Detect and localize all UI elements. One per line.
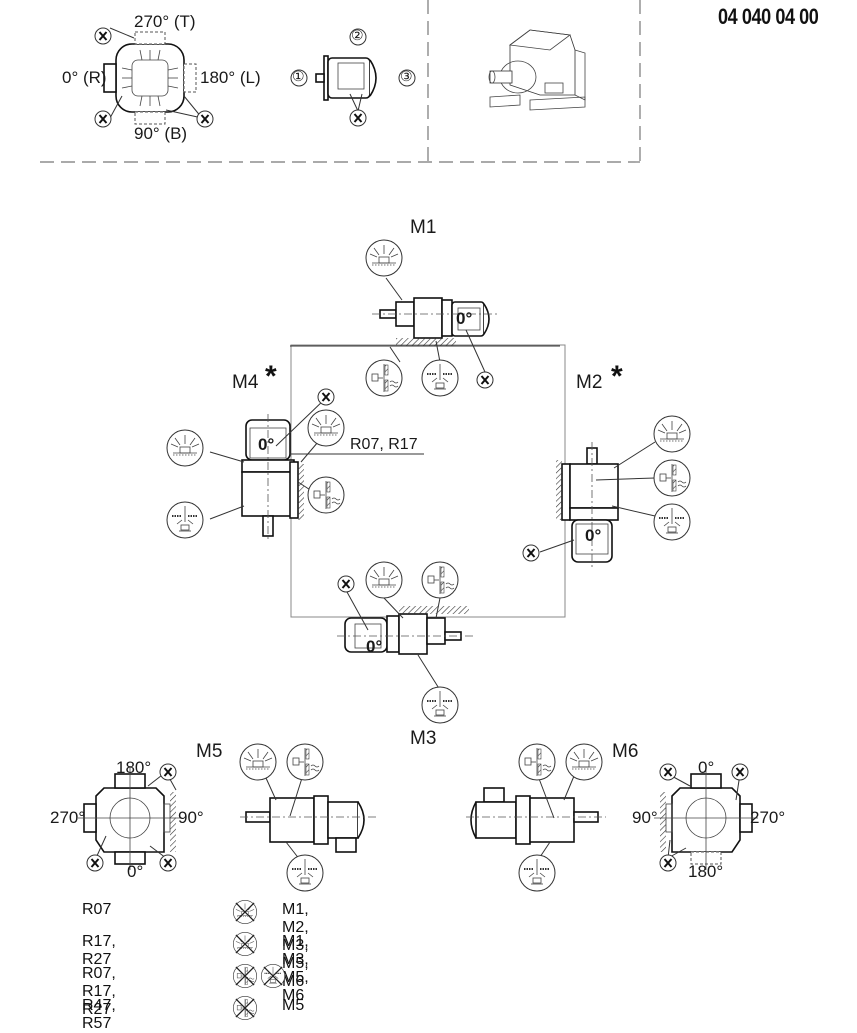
m3-drain-icon	[421, 686, 459, 724]
m3-gear-unit	[337, 606, 475, 655]
m4-breather-icon-left	[166, 429, 204, 467]
m1-breather-icon	[365, 239, 403, 277]
cable-entry-1: ①	[292, 68, 305, 84]
m2-gear-unit	[556, 442, 619, 568]
oil-level-crossed-icon	[232, 963, 258, 989]
m4-oil-level-icon	[307, 476, 345, 514]
m1-drain-icon	[421, 359, 459, 397]
m4-asterisk: *	[265, 360, 277, 393]
breather-crossed-icon	[232, 931, 258, 957]
m6-angle-right: 270°	[750, 808, 786, 827]
mounting-label-m6: M6	[612, 741, 639, 762]
m2-terminal-box-marker	[522, 544, 540, 562]
m5-angle-left: 270°	[50, 808, 86, 827]
m1-motor-angle: 0°	[456, 309, 473, 328]
terminal-box-diagram	[94, 27, 214, 128]
legend-models: R47, R57	[82, 997, 116, 1032]
m3-breather-icon	[365, 561, 403, 599]
cable-entry-2: ②	[351, 27, 364, 43]
document-number: 04 040 04 00	[718, 4, 819, 29]
m4-terminal-box-marker	[317, 388, 335, 406]
m6-oil-level-icon	[518, 743, 556, 781]
m6-side-view	[466, 787, 606, 845]
oil-level-crossed-icon	[232, 995, 258, 1021]
drain-crossed-icon	[260, 963, 286, 989]
m3-motor-angle: 0°	[366, 637, 383, 656]
m1-terminal-box-marker	[476, 371, 494, 389]
breather-crossed-icon	[232, 899, 258, 925]
m5-drain-icon	[286, 854, 324, 892]
m6-drain-icon	[518, 854, 556, 892]
m5-angle-right: 90°	[178, 808, 204, 827]
m1-oil-level-icon	[365, 359, 403, 397]
m4-model-note: R07, R17	[350, 436, 418, 453]
m5-end-view	[78, 763, 182, 872]
legend-models: R07, R17, R27	[82, 965, 116, 1018]
m5-side-view	[240, 795, 376, 853]
mounting-label-m2: M2	[576, 372, 603, 393]
mounting-label-m1: M1	[410, 217, 437, 238]
m4-motor-angle: 0°	[258, 435, 275, 454]
mounting-label-m5: M5	[196, 741, 223, 762]
m3-terminal-box-marker	[337, 575, 355, 593]
m6-angle-left: 90°	[632, 808, 658, 827]
angle-label-270-t: 270° (T)	[134, 12, 196, 31]
cable-entry-diagram	[290, 28, 416, 127]
m4-drain-icon	[166, 501, 204, 539]
m4-gear-unit	[241, 414, 304, 542]
m2-oil-level-icon	[653, 459, 691, 497]
angle-label-180-l: 180° (L)	[200, 68, 261, 87]
m5-oil-level-icon	[286, 743, 324, 781]
m2-breather-icon	[653, 415, 691, 453]
m2-motor-angle: 0°	[585, 526, 602, 545]
angle-label-0-r: 0° (R)	[62, 68, 107, 87]
m3-oil-level-icon	[421, 561, 459, 599]
angle-label-90-b: 90° (B)	[134, 124, 188, 143]
legend-models: R17, R27	[82, 933, 116, 968]
m5-breather-icon	[239, 743, 277, 781]
m6-angle-bottom: 180°	[688, 862, 724, 881]
legend-positions: M1, M2, M3, M5, M6	[282, 901, 309, 990]
m2-drain-icon	[653, 503, 691, 541]
legend-models: R07	[82, 901, 112, 918]
m4-breather-icon-right	[307, 409, 345, 447]
m6-angle-top: 0°	[698, 758, 715, 777]
m5-angle-top: 180°	[116, 758, 152, 777]
m5-angle-bottom: 0°	[127, 862, 144, 881]
m6-breather-icon	[565, 743, 603, 781]
m1-gear-unit	[290, 297, 560, 347]
legend-positions: M1, M3, M5, M6	[282, 933, 309, 1004]
mounting-label-m3: M3	[410, 728, 437, 749]
gear-unit-isometric	[488, 29, 586, 111]
cable-entry-3: ③	[400, 68, 413, 84]
m2-asterisk: *	[611, 360, 623, 393]
legend-positions: M5	[282, 997, 305, 1014]
mounting-label-m4: M4	[232, 372, 259, 393]
m6-end-view	[654, 763, 758, 872]
